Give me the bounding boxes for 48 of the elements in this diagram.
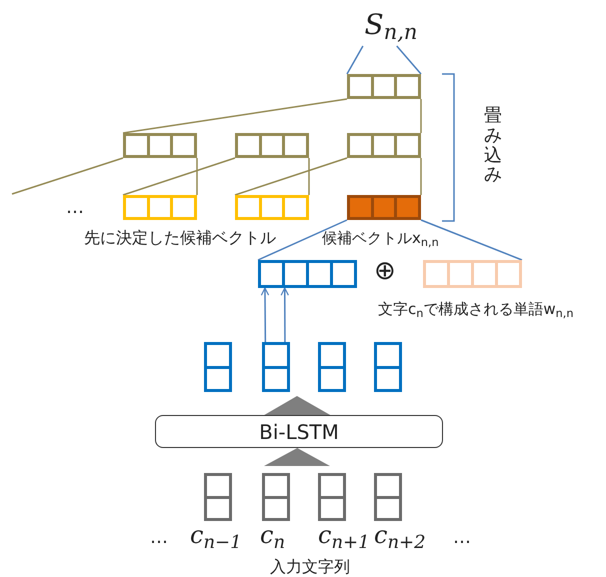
vector-box bbox=[347, 74, 421, 99]
vector-box bbox=[258, 260, 357, 288]
connector-line bbox=[396, 46, 422, 74]
vector-box bbox=[235, 195, 309, 220]
vector-box bbox=[204, 473, 232, 521]
vector-box bbox=[423, 260, 522, 288]
caption: 先に決定した候補ベクトル bbox=[84, 227, 276, 249]
vector-box bbox=[204, 342, 232, 392]
caption: 入力文字列 bbox=[270, 556, 350, 577]
connector-line bbox=[420, 219, 522, 261]
arrow bbox=[280, 287, 289, 342]
vector-box bbox=[123, 195, 197, 220]
connector-line bbox=[12, 157, 124, 195]
connector-line bbox=[258, 219, 348, 261]
vector-box bbox=[262, 473, 290, 521]
connector-line bbox=[420, 158, 422, 195]
vector-caption: 候補ベクトルx$_{n,n}$ bbox=[322, 228, 439, 249]
connector-line bbox=[308, 158, 310, 195]
connector-line bbox=[122, 98, 348, 134]
chevron-arrow bbox=[264, 396, 330, 415]
ellipsis: … bbox=[150, 528, 168, 548]
math-symbol: S$_{n,n}$ bbox=[355, 4, 427, 46]
vertical-label: 畳み込み bbox=[484, 106, 502, 186]
vector-box bbox=[318, 473, 346, 521]
character-label: c$_{n+1}$ bbox=[318, 520, 370, 550]
connector-line bbox=[346, 46, 364, 74]
connector-line bbox=[234, 157, 348, 196]
character-label: c$_{n−1}$ bbox=[190, 520, 242, 550]
ellipsis: … bbox=[453, 528, 471, 548]
vector-box bbox=[235, 133, 309, 158]
connector-line bbox=[420, 99, 422, 133]
chevron-arrow bbox=[264, 448, 330, 466]
layer-box: Bi-LSTM bbox=[155, 415, 443, 448]
arrow bbox=[260, 287, 270, 342]
vector-caption: 文字c$_{n}$で構成される単語w$_{n,n}$ bbox=[378, 299, 574, 320]
character-label: c$_{n}$ bbox=[260, 520, 286, 550]
vector-box bbox=[374, 473, 402, 521]
connector-line bbox=[196, 158, 198, 195]
vector-box bbox=[347, 133, 421, 158]
vector-box bbox=[318, 342, 346, 392]
vector-box bbox=[347, 195, 421, 220]
character-label: c$_{n+2}$ bbox=[374, 520, 426, 550]
vector-box bbox=[374, 342, 402, 392]
operator-symbol: ⊕ bbox=[374, 256, 396, 286]
vector-box bbox=[123, 133, 197, 158]
connector-line bbox=[122, 157, 236, 196]
ellipsis: … bbox=[66, 198, 84, 218]
vector-box bbox=[262, 342, 290, 392]
